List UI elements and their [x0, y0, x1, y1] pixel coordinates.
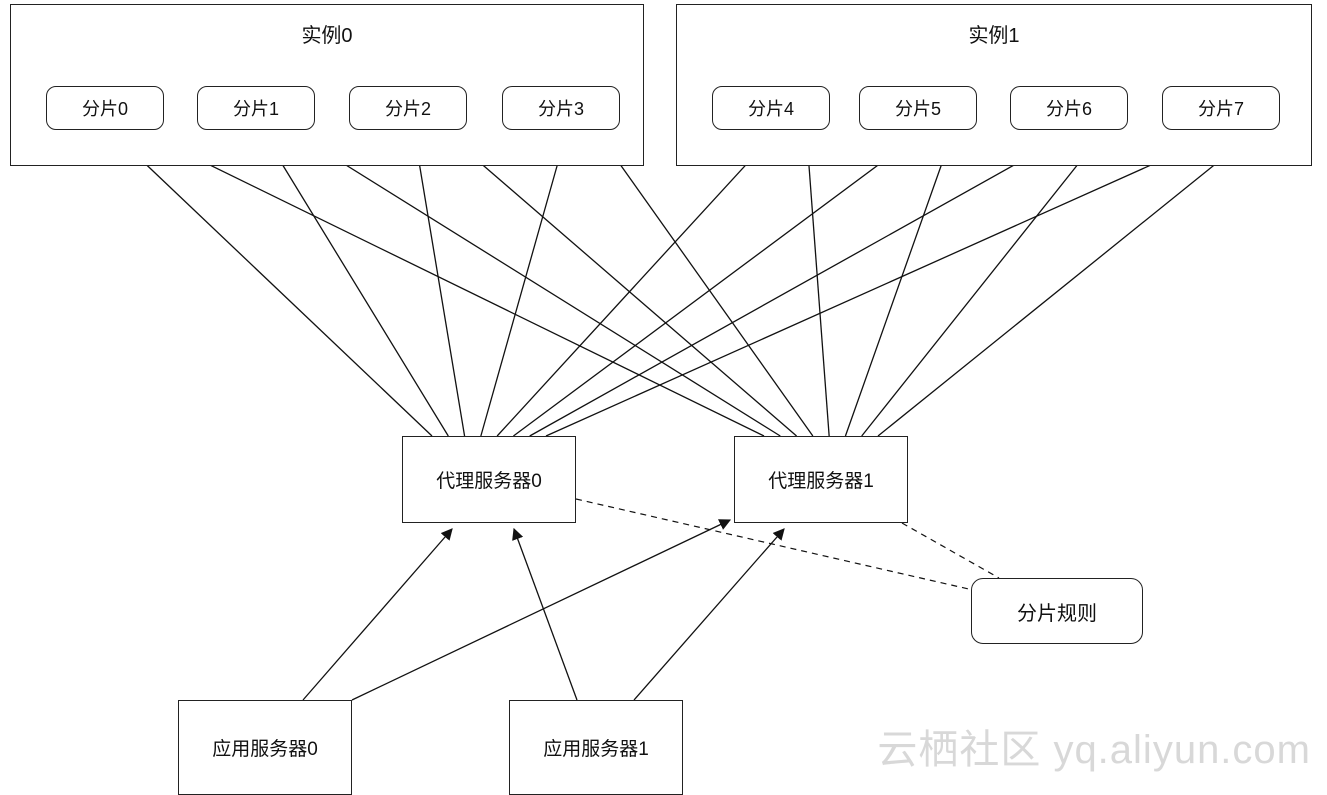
app-1-to-proxy-1-arrow [633, 528, 785, 701]
proxy-1-to-shard-1-arrow [290, 130, 781, 437]
proxy-1-to-shard-5-arrow [844, 129, 956, 437]
shard-6: 分片6 [1010, 86, 1128, 130]
watermark: 云栖社区 yq.aliyun.com [877, 728, 1311, 772]
proxy-0-to-shard-5-arrow [513, 130, 925, 437]
proxy-1-to-shard-4-arrow [801, 129, 830, 437]
proxy-server-0: 代理服务器0 [402, 436, 576, 523]
app-0-to-proxy-0-arrow [302, 528, 453, 701]
proxy-0-to-shard-7-arrow [545, 129, 1228, 437]
app-0-to-proxy-1-arrow [351, 519, 732, 701]
instance-0-box: 实例0 分片0 分片1 分片2 分片3 [10, 4, 644, 166]
instance-title: 实例0 [301, 25, 353, 47]
shard-2: 分片2 [349, 86, 467, 130]
proxy-1-to-shard-2-arrow [442, 130, 797, 437]
proxy-0-to-shard-2-arrow [409, 129, 466, 437]
proxy-0-to-shard-6-arrow [529, 130, 1076, 437]
proxy-0-to-shard-1-arrow [261, 130, 449, 437]
instance-title: 实例1 [968, 25, 1020, 47]
proxy-server-1: 代理服务器1 [734, 436, 908, 523]
shard-4: 分片4 [712, 86, 830, 130]
shard-7: 分片7 [1162, 86, 1280, 130]
shard-3: 分片3 [502, 86, 620, 130]
app-server-0: 应用服务器0 [178, 700, 352, 795]
proxy-1-to-rule-dashed [901, 522, 1000, 579]
shard-0: 分片0 [46, 86, 164, 130]
proxy-1-to-shard-6-arrow [861, 130, 1106, 437]
instance-1-box: 实例1 分片4 分片5 分片6 分片7 [676, 4, 1312, 166]
proxy-1-to-shard-3-arrow [595, 130, 814, 437]
app-server-1: 应用服务器1 [509, 700, 683, 795]
proxy-1-to-shard-0-arrow [139, 130, 765, 437]
app-1-to-proxy-0-arrow [512, 527, 578, 701]
shard-5: 分片5 [859, 86, 977, 130]
proxy-0-to-shard-3-arrow [480, 129, 570, 437]
shard-rule: 分片规则 [971, 578, 1143, 644]
proxy-0-to-rule-dashed [575, 498, 974, 591]
shard-1: 分片1 [197, 86, 315, 130]
proxy-0-to-shard-4-arrow [496, 130, 778, 437]
proxy-0-to-shard-0-arrow [110, 130, 433, 437]
proxy-1-to-shard-7-arrow [877, 130, 1258, 437]
